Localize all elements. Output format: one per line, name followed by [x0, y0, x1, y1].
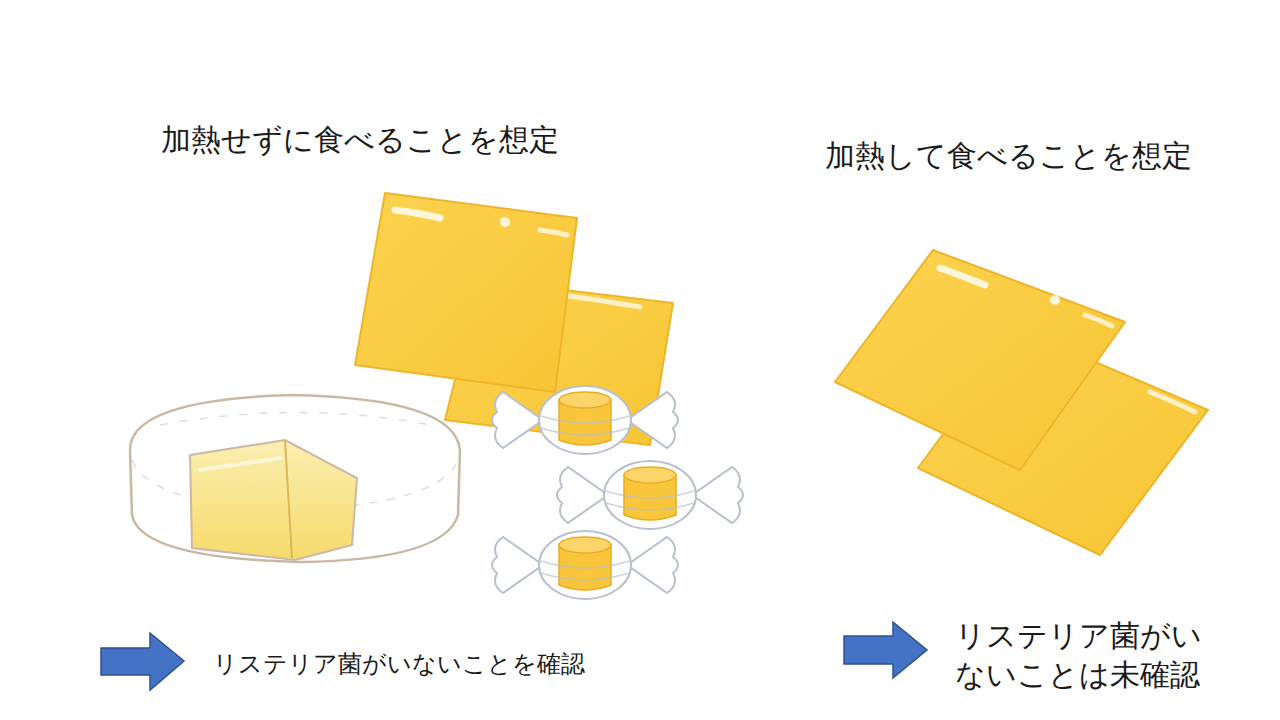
candy [557, 461, 743, 529]
block-arrow [101, 633, 184, 690]
candy [492, 386, 678, 454]
section-heading: 加熱せずに食べることを想定 [161, 120, 559, 159]
cheese-candy [492, 386, 743, 599]
camembert [130, 395, 460, 562]
cheese-slice [835, 250, 1125, 470]
section-heading: 加熱して食べることを想定 [825, 136, 1192, 175]
block-arrow [844, 622, 927, 678]
note-text: リステリア菌がいないことは未確認 [955, 616, 1207, 694]
cheese-slice [355, 193, 577, 392]
candy [492, 531, 678, 599]
note-text: リステリア菌がいないことを確認 [213, 649, 585, 680]
